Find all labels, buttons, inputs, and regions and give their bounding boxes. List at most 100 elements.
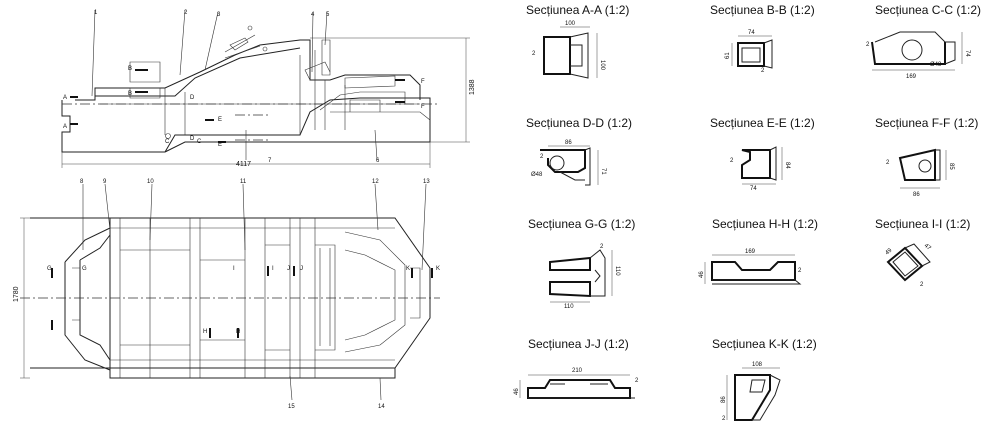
section-h-h-title: Secțiunea H-H (1:2)	[712, 217, 818, 231]
section-h-h: Secțiunea H-H (1:2) 169 46 2	[699, 217, 818, 285]
section-j-j-dim-width: 210	[572, 368, 583, 374]
section-k-k-dim-width: 108	[752, 362, 763, 368]
section-h-h-dim-thickness: 2	[798, 268, 802, 274]
section-b-b-dim-thickness: 2	[761, 68, 765, 74]
section-mark-d-bottom: D	[190, 136, 195, 142]
section-i-i-dim-a: 49	[884, 247, 893, 256]
section-f-f-dim-height: 85	[948, 163, 954, 170]
section-i-i: Secțiunea I-I (1:2) 49 47 2	[875, 217, 970, 288]
callout-14: 14	[378, 404, 385, 410]
section-h-h-dim-height: 46	[699, 271, 705, 278]
callout-15: 15	[288, 404, 295, 410]
section-mark-c-right: C	[197, 139, 202, 145]
section-mark-b-bottom: B	[128, 91, 132, 97]
section-k-k: Secțiunea K-K (1:2) 108 86 2	[712, 337, 817, 422]
section-mark-e-bottom: E	[218, 142, 222, 148]
section-mark-d-top: D	[190, 95, 195, 101]
section-mark-h-right: H	[236, 329, 240, 335]
section-mark-k-left: K	[406, 266, 410, 272]
section-mark-i-right: I	[272, 266, 274, 272]
section-e-e-dim-thickness: 2	[730, 158, 734, 164]
callout-2: 2	[184, 10, 188, 16]
section-d-d-dim-height: 71	[600, 168, 606, 175]
section-mark-c-left: C	[165, 139, 170, 145]
section-k-k-dim-thickness: 2	[722, 416, 726, 422]
side-height-dimension: 1388	[469, 79, 476, 95]
section-k-k-title: Secțiunea K-K (1:2)	[712, 337, 817, 351]
callout-8: 8	[80, 179, 84, 185]
section-d-d-title: Secțiunea D-D (1:2)	[526, 116, 632, 130]
callout-11: 11	[240, 179, 247, 185]
callout-10: 10	[147, 179, 154, 185]
section-i-i-title: Secțiunea I-I (1:2)	[875, 217, 970, 231]
section-e-e: Secțiunea E-E (1:2) 74 84 2	[710, 116, 815, 192]
section-j-j-dim-height: 46	[514, 388, 520, 395]
section-d-d: Secțiunea D-D (1:2) 86 71 Ø48 2	[526, 116, 632, 186]
section-j-j: Secțiunea J-J (1:2) 210 46 2	[514, 337, 639, 399]
section-a-a-dim-thickness: 2	[532, 51, 536, 57]
section-f-f-title: Secțiunea F-F (1:2)	[875, 116, 978, 130]
callout-1: 1	[94, 10, 98, 16]
section-i-i-dim-b: 47	[923, 243, 932, 252]
callout-9: 9	[103, 179, 107, 185]
section-mark-g-right: G	[82, 266, 87, 272]
section-e-e-title: Secțiunea E-E (1:2)	[710, 116, 815, 130]
section-i-i-dim-thickness: 2	[920, 282, 924, 288]
section-mark-a-top: A	[63, 95, 67, 101]
section-mark-h-left: H	[203, 329, 207, 335]
callout-7: 7	[268, 158, 272, 164]
section-mark-f-bottom: F	[421, 104, 425, 110]
section-c-c-dim-thickness: 2	[866, 42, 870, 48]
section-j-j-dim-thickness: 2	[635, 378, 639, 384]
top-view: 1780 8 9 10 11 12 13 14 15 G G H H I I J…	[13, 179, 440, 410]
callout-5: 5	[326, 12, 330, 18]
section-d-d-dim-diameter: Ø48	[531, 172, 543, 178]
callout-12: 12	[372, 179, 379, 185]
section-e-e-dim-height: 84	[784, 162, 790, 169]
section-a-a-title: Secțiunea A-A (1:2)	[526, 3, 629, 17]
section-h-h-dim-width: 169	[745, 249, 756, 255]
section-c-c-dim-height: 74	[964, 50, 970, 57]
section-b-b-dim-width: 74	[748, 30, 755, 36]
section-mark-a-bottom: A	[63, 124, 67, 130]
section-j-j-title: Secțiunea J-J (1:2)	[528, 337, 629, 351]
callout-6: 6	[376, 158, 380, 164]
section-b-b-title: Secțiunea B-B (1:2)	[710, 3, 815, 17]
section-mark-e-top: E	[218, 117, 222, 123]
side-view: 4117 1388 1 2 3 4 5 6 7 A A B B C C D D …	[61, 9, 476, 168]
section-c-c-dim-width: 169	[906, 74, 917, 80]
section-e-e-dim-width: 74	[750, 186, 757, 192]
section-mark-k-right: K	[436, 266, 440, 272]
section-c-c-title: Secțiunea C-C (1:2)	[875, 3, 981, 17]
callout-3: 3	[217, 12, 221, 18]
section-mark-i-left: I	[233, 266, 235, 272]
section-g-g-dim-height: 110	[614, 266, 620, 276]
section-g-g: Secțiunea G-G (1:2) 110 110 2	[528, 217, 635, 310]
section-a-a-dim-width: 100	[565, 21, 576, 27]
callout-4: 4	[311, 12, 315, 18]
section-b-b: Secțiunea B-B (1:2) 74 61 2	[710, 3, 815, 74]
section-k-k-dim-height: 86	[721, 396, 727, 403]
section-mark-j-right: J	[300, 266, 303, 272]
section-d-d-dim-width: 86	[565, 140, 572, 146]
section-a-a-dim-height: 100	[599, 60, 605, 71]
section-mark-j-left: J	[287, 266, 290, 272]
top-width-dimension: 1780	[13, 286, 20, 302]
section-mark-g-left: G	[47, 266, 52, 272]
section-c-c: Secțiunea C-C (1:2) 169 74 Ø48 2	[866, 3, 981, 80]
section-f-f: Secțiunea F-F (1:2) 86 85 2	[875, 116, 978, 198]
section-g-g-dim-width: 110	[564, 304, 574, 310]
callout-13: 13	[423, 179, 430, 185]
side-length-dimension: 4117	[236, 161, 251, 168]
section-mark-b-top: B	[128, 66, 132, 72]
section-c-c-dim-diameter: Ø48	[930, 62, 942, 68]
section-mark-f-top: F	[421, 79, 425, 85]
section-f-f-dim-width: 86	[913, 192, 920, 198]
section-a-a: Secțiunea A-A (1:2) 100 100 2	[526, 3, 629, 79]
section-g-g-dim-thickness: 2	[600, 244, 604, 250]
section-d-d-dim-thickness: 2	[540, 154, 544, 160]
section-g-g-title: Secțiunea G-G (1:2)	[528, 217, 635, 231]
section-f-f-dim-thickness: 2	[886, 160, 890, 166]
section-b-b-dim-height: 61	[725, 52, 731, 59]
